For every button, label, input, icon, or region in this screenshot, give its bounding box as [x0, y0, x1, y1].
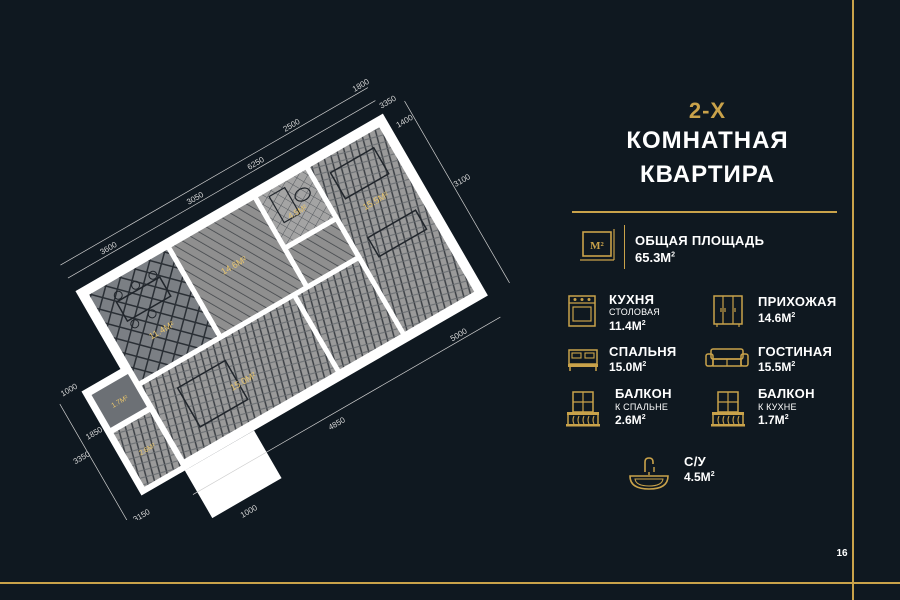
balcony-icon [710, 390, 746, 433]
room-info-bathroom: С/У 4.5М2 [628, 452, 768, 496]
total-separator [624, 225, 625, 269]
room-area-balcony-kitchen: 1.7М2 [758, 413, 789, 427]
title-block: 2-Х КОМНАТНАЯ КВАРТИРА [580, 98, 835, 192]
room-area-bedroom: 15.0М2 [609, 360, 647, 374]
dim-3350-top: 3350 [378, 93, 398, 110]
page-number: 16 [836, 548, 848, 559]
room-hall [171, 199, 304, 334]
dim-1400: 1400 [395, 113, 415, 130]
dim-3100-right: 3100 [452, 172, 472, 189]
title-rooms-count: 2-Х [688, 98, 727, 123]
room-name-kitchen: КУХНЯ [609, 292, 655, 307]
title-line-3: КВАРТИРА [640, 161, 775, 188]
sofa-icon [705, 346, 749, 375]
room-info-living: ГОСТИНАЯ 15.5М2 [705, 342, 845, 386]
area-m2-icon: M² [580, 229, 616, 268]
dim-1000-left: 1000 [59, 381, 79, 398]
room-name-hallway: ПРИХОЖАЯ [758, 294, 837, 309]
dim-5000: 5000 [449, 326, 469, 343]
room-info-bedroom: СПАЛЬНЯ 15.0М2 [567, 342, 707, 386]
balcony-icon [565, 390, 601, 433]
room-area-bathroom: 4.5М2 [684, 470, 715, 484]
dim-3350-left: 3350 [72, 449, 92, 466]
room-name-balcony-bedroom: БАЛКОН [615, 386, 672, 401]
room-sub-balcony-bedroom: К СПАЛЬНЕ [615, 402, 669, 412]
dim-3050: 3050 [185, 190, 205, 207]
room-info-kitchen: КУХНЯ СТОЛОВАЯ 11.4М2 [567, 290, 707, 334]
room-living [309, 127, 475, 332]
room-name-balcony-kitchen: БАЛКОН [758, 386, 815, 401]
total-area-value: 65.3М2 [635, 250, 676, 265]
dim-1800: 1800 [351, 77, 371, 94]
bed-icon [567, 346, 599, 377]
title-line-2: КОМНАТНАЯ [626, 127, 789, 154]
dim-3150: 3150 [132, 507, 152, 520]
room-name-living: ГОСТИНАЯ [758, 344, 833, 359]
room-area-balcony-bedroom: 2.6М2 [615, 413, 646, 427]
balcony-bedroom [113, 412, 181, 487]
room-sub-kitchen: СТОЛОВАЯ [609, 307, 660, 317]
frame-vertical-line [852, 0, 854, 600]
sink-icon [628, 456, 670, 497]
balcony-kitchen [91, 373, 147, 428]
room-area-living: 15.5М2 [758, 360, 796, 374]
title-divider [572, 211, 837, 213]
room-kitchen [89, 249, 218, 382]
room-bedroom [141, 298, 336, 460]
dim-6250: 6250 [246, 155, 266, 172]
svg-text:M²: M² [590, 240, 604, 252]
frame-horizontal-line [0, 582, 900, 584]
dim-2500: 2500 [282, 117, 302, 134]
total-area: M² ОБЩАЯ ПЛОЩАДЬ 65.3М2 [580, 225, 830, 269]
dim-3600: 3600 [99, 240, 119, 257]
room-info-balcony-bedroom: БАЛКОН К СПАЛЬНЕ 2.6М2 [565, 386, 705, 430]
dim-3100-left: 3100 [112, 518, 132, 520]
room-area-hallway: 14.6М2 [758, 311, 796, 325]
dim-1850: 1850 [84, 425, 104, 442]
stove-icon [567, 294, 597, 333]
total-area-label: ОБЩАЯ ПЛОЩАДЬ [635, 233, 765, 248]
wardrobe-icon [712, 294, 744, 333]
dim-1000-bottom: 1000 [239, 503, 259, 520]
room-info-balcony-kitchen: БАЛКОН К КУХНЕ 1.7М2 [710, 386, 850, 430]
dim-4850: 4850 [327, 415, 347, 432]
room-info-hallway: ПРИХОЖАЯ 14.6М2 [712, 290, 852, 334]
floor-plan: 11.4М² 14.6М² 4.5М² 15.5М² 15.0М² 1.7М² … [59, 77, 510, 520]
room-name-bathroom: С/У [684, 454, 706, 469]
room-area-kitchen: 11.4М2 [609, 319, 646, 333]
room-sub-balcony-kitchen: К КУХНЕ [758, 402, 797, 412]
room-name-bedroom: СПАЛЬНЯ [609, 344, 677, 359]
